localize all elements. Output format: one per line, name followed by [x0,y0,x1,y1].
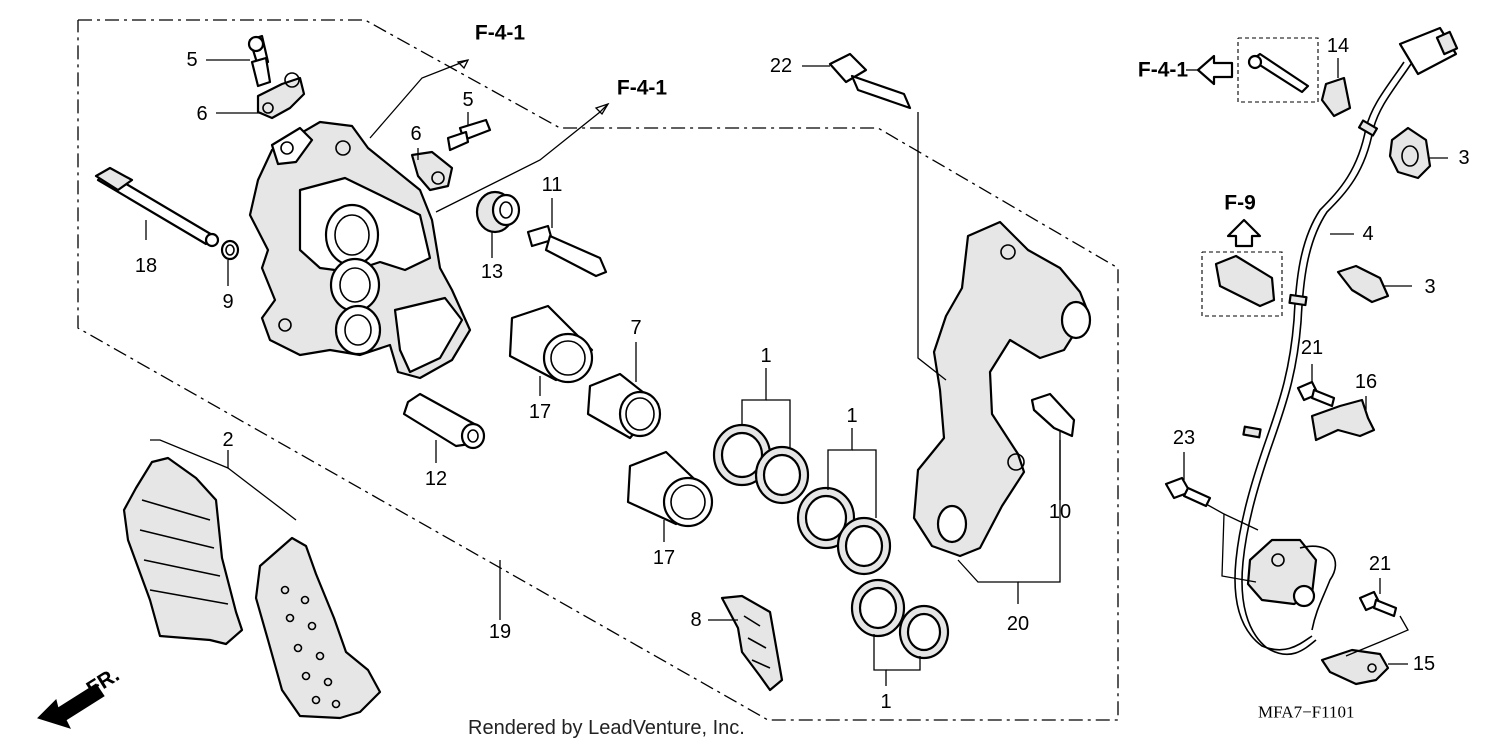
callout-1-upper: 1 [760,345,771,367]
pad-spring[interactable] [720,594,784,692]
diagram-code: MFA7−F1101 [1258,703,1355,722]
credit-text: Rendered by LeadVenture, Inc. [468,717,745,739]
piston-small[interactable] [586,372,662,440]
callout-1-lower: 1 [880,691,891,713]
ref-f41-right[interactable]: F-4-1 [1138,59,1188,82]
piston-seal-set-middle[interactable] [796,486,892,576]
bolt-21-lower[interactable] [1358,590,1398,618]
callout-18: 18 [135,255,157,277]
wire-clamp-bracket-15[interactable] [1320,648,1390,686]
caliper-pin-bolt[interactable] [526,224,608,278]
callout-1-middle: 1 [846,405,857,427]
pad-pin[interactable] [94,166,220,248]
bolt-21-upper[interactable] [1296,380,1336,408]
callout-21-lower: 21 [1369,553,1391,575]
callout-3-upper: 3 [1458,147,1469,169]
callout-17-upper: 17 [529,401,551,423]
callout-17-lower: 17 [653,547,675,569]
callout-22: 22 [770,55,792,77]
callout-3-lower: 3 [1424,276,1435,298]
sensor-bolt-reference[interactable] [1247,52,1310,94]
callout-6-lower: 6 [410,123,421,145]
washer[interactable] [220,239,240,261]
abs-sensor-connector[interactable] [1398,26,1459,76]
bleeder-screw-lower[interactable] [446,118,492,152]
bleeder-cap-lower[interactable] [410,150,454,192]
callout-14: 14 [1327,35,1349,57]
abs-sensor-head[interactable] [1246,538,1337,631]
callout-21-upper: 21 [1301,337,1323,359]
piston-large-upper[interactable] [508,304,594,384]
callout-10: 10 [1049,501,1071,523]
sleeve-bolt[interactable] [402,392,486,450]
bolt-23[interactable] [1164,476,1212,508]
sensor-clip-14[interactable] [1320,76,1352,118]
ref-f41-top[interactable]: F-4-1 [475,22,525,45]
ref-f9[interactable]: F-9 [1224,192,1256,215]
callout-8: 8 [690,609,701,631]
f9-reference-arrow[interactable] [1226,218,1262,248]
wire-grommet-upper[interactable] [1388,126,1432,180]
pad-rivets [280,585,341,709]
callout-9: 9 [222,291,233,313]
pin-boot[interactable] [475,190,521,234]
brake-pad-inner[interactable] [254,536,382,720]
callout-2: 2 [222,429,233,451]
f41-reference-arrow[interactable] [1196,54,1234,86]
callout-5-upper: 5 [186,49,197,71]
pad-retainer-clip[interactable] [1030,392,1076,438]
f9-reference-clamp[interactable] [1214,254,1276,308]
callout-12: 12 [425,468,447,490]
callout-6-upper: 6 [196,103,207,125]
abs-sensor-wire[interactable] [1234,61,1412,656]
brake-pad-outer[interactable] [122,456,244,646]
callout-13: 13 [481,261,503,283]
front-direction-arrow: FR. [37,663,123,729]
callout-4: 4 [1362,223,1373,245]
caliper-bracket[interactable] [912,220,1092,558]
callout-5-lower: 5 [462,89,473,111]
assembly-outlines [77,19,1319,721]
callout-16: 16 [1355,371,1377,393]
reference-labels: F-4-1 F-4-1 F-4-1 F-9 [475,22,1256,215]
callout-15: 15 [1413,653,1435,675]
piston-large-lower[interactable] [626,450,714,528]
callout-numbers: 5 6 5 6 18 9 13 11 7 17 12 17 1 1 1 8 2 … [135,35,1470,713]
callout-23: 23 [1173,427,1195,449]
piston-seal-set-lower[interactable] [850,578,950,660]
caliper-body[interactable] [248,120,472,380]
piston-seal-set-upper[interactable] [712,423,810,505]
callout-20: 20 [1007,613,1029,635]
leader-lines [145,58,1448,686]
caliper-mounting-bolt[interactable] [828,52,912,110]
callout-11: 11 [542,174,563,196]
wire-clamp-lower[interactable] [1336,264,1390,304]
callout-7: 7 [630,317,641,339]
callout-19: 19 [489,621,511,643]
bleeder-screw-upper[interactable] [247,34,272,88]
ref-f41-middle[interactable]: F-4-1 [617,77,667,100]
wire-bracket-16[interactable] [1310,398,1376,442]
